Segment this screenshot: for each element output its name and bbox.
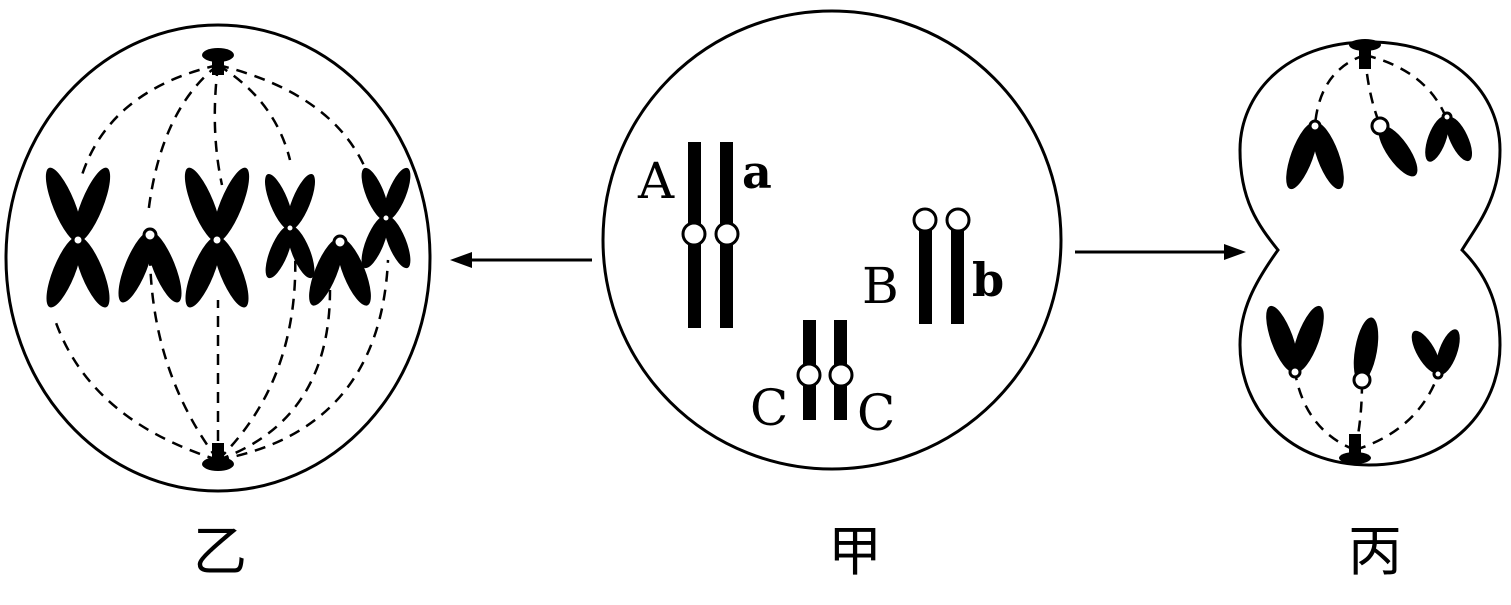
cell-bing-membrane [1238,40,1502,467]
chromosome-bing-lower-3 [1411,329,1460,380]
centrosome-top-bing [1349,39,1381,69]
gene-label-b: b [972,253,1004,307]
homologous-pair-cc [796,320,854,420]
caption-yi: 乙 [193,520,247,583]
homologous-pair-aa [681,142,740,328]
chromosome-x-2 [184,167,250,308]
gene-label-A: A [637,152,675,210]
arrow-to-yi [450,252,592,268]
gene-label-B: B [862,257,899,315]
gene-label-C-right: C [857,384,895,442]
caption-bing: 丙 [1348,520,1402,583]
chromosome-bing-upper-3 [1425,111,1473,162]
gene-label-C-left: C [750,379,788,437]
chromosome-v-1 [118,227,182,303]
cell-jia: A a B b C C [601,9,1063,471]
cell-jia-membrane [601,9,1063,471]
chromosome-bing-lower-2 [1352,317,1379,390]
caption-jia: 甲 [828,520,882,583]
centrosome-bottom-bing [1339,434,1371,464]
homologous-pair-bb [912,207,971,324]
centrosome-bottom-yi [202,443,234,471]
cell-yi [4,23,432,493]
gene-label-a: a [742,145,772,199]
chromosome-bing-lower-1 [1266,305,1324,379]
centrosome-top-yi [202,48,234,75]
spindle-fibers-yi [53,63,390,462]
chromosome-x-1 [45,167,111,308]
chromosome-x-3 [265,173,315,279]
cell-bing [1238,39,1502,467]
chromosome-x-4 [361,167,411,269]
chromosome-v-2 [309,234,371,306]
arrow-to-bing [1075,244,1246,260]
chromosome-bing-upper-1 [1286,119,1344,190]
chromosome-bing-upper-2 [1370,116,1418,177]
